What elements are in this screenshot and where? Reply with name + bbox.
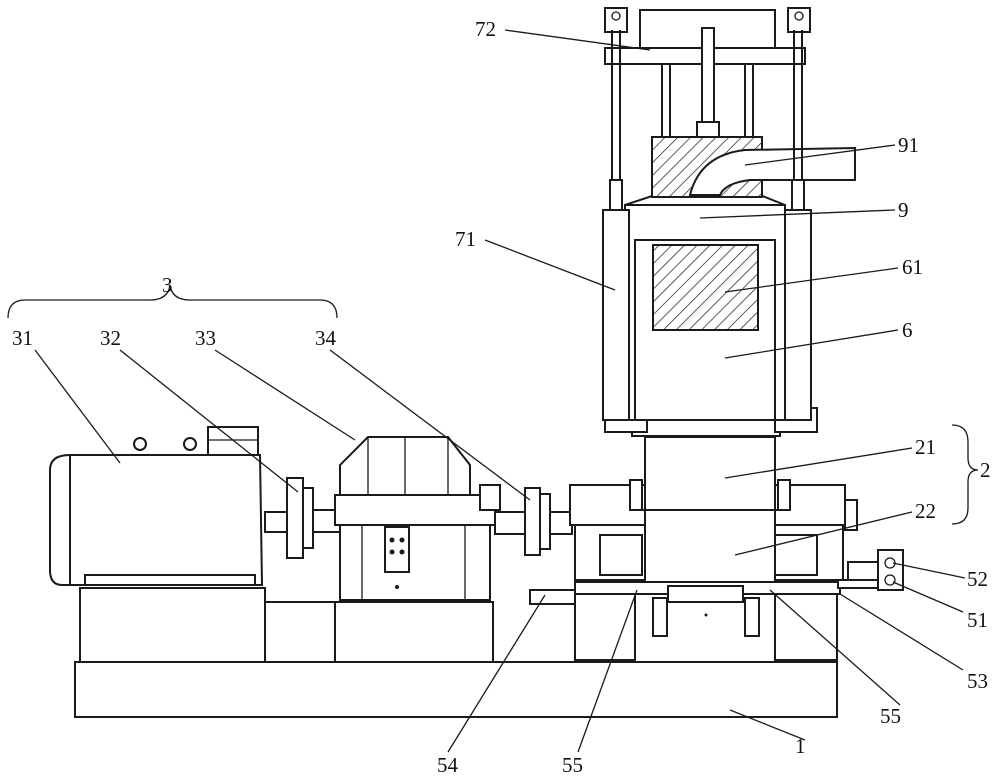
label-72: 72 xyxy=(475,17,496,41)
upper-chamber xyxy=(604,136,856,437)
leader-lines xyxy=(34,29,966,753)
label-3: 3 xyxy=(162,273,173,297)
label-52: 52 xyxy=(967,567,988,591)
lower-frame xyxy=(574,581,841,663)
top-frame xyxy=(604,7,811,180)
switch-block xyxy=(837,549,904,591)
shaft-54 xyxy=(529,589,576,605)
label-55-right: 55 xyxy=(880,704,901,728)
motor-pedestals xyxy=(79,587,494,663)
coupling-34 xyxy=(494,487,573,556)
label-54: 54 xyxy=(437,753,459,777)
label-32: 32 xyxy=(100,326,121,350)
label-71: 71 xyxy=(455,227,476,251)
side-cylinders xyxy=(602,179,812,421)
label-91: 91 xyxy=(898,133,919,157)
label-1: 1 xyxy=(795,734,806,758)
coupling-32 xyxy=(264,477,341,559)
label-51: 51 xyxy=(967,608,988,632)
label-6: 6 xyxy=(902,318,913,342)
label-61: 61 xyxy=(902,255,923,279)
reducer-33 xyxy=(334,436,501,601)
label-21: 21 xyxy=(915,435,936,459)
label-9: 9 xyxy=(898,198,909,222)
bracket-2 xyxy=(951,424,979,525)
label-33: 33 xyxy=(195,326,216,350)
label-53: 53 xyxy=(967,669,988,693)
mixing-chamber xyxy=(569,436,858,583)
base-plate xyxy=(74,661,838,718)
label-34: 34 xyxy=(315,326,337,350)
motor xyxy=(49,426,264,586)
label-55-left: 55 xyxy=(562,753,583,777)
label-2: 2 xyxy=(980,458,991,482)
label-22: 22 xyxy=(915,499,936,523)
label-31: 31 xyxy=(12,326,33,350)
bracket-3 xyxy=(7,284,338,319)
